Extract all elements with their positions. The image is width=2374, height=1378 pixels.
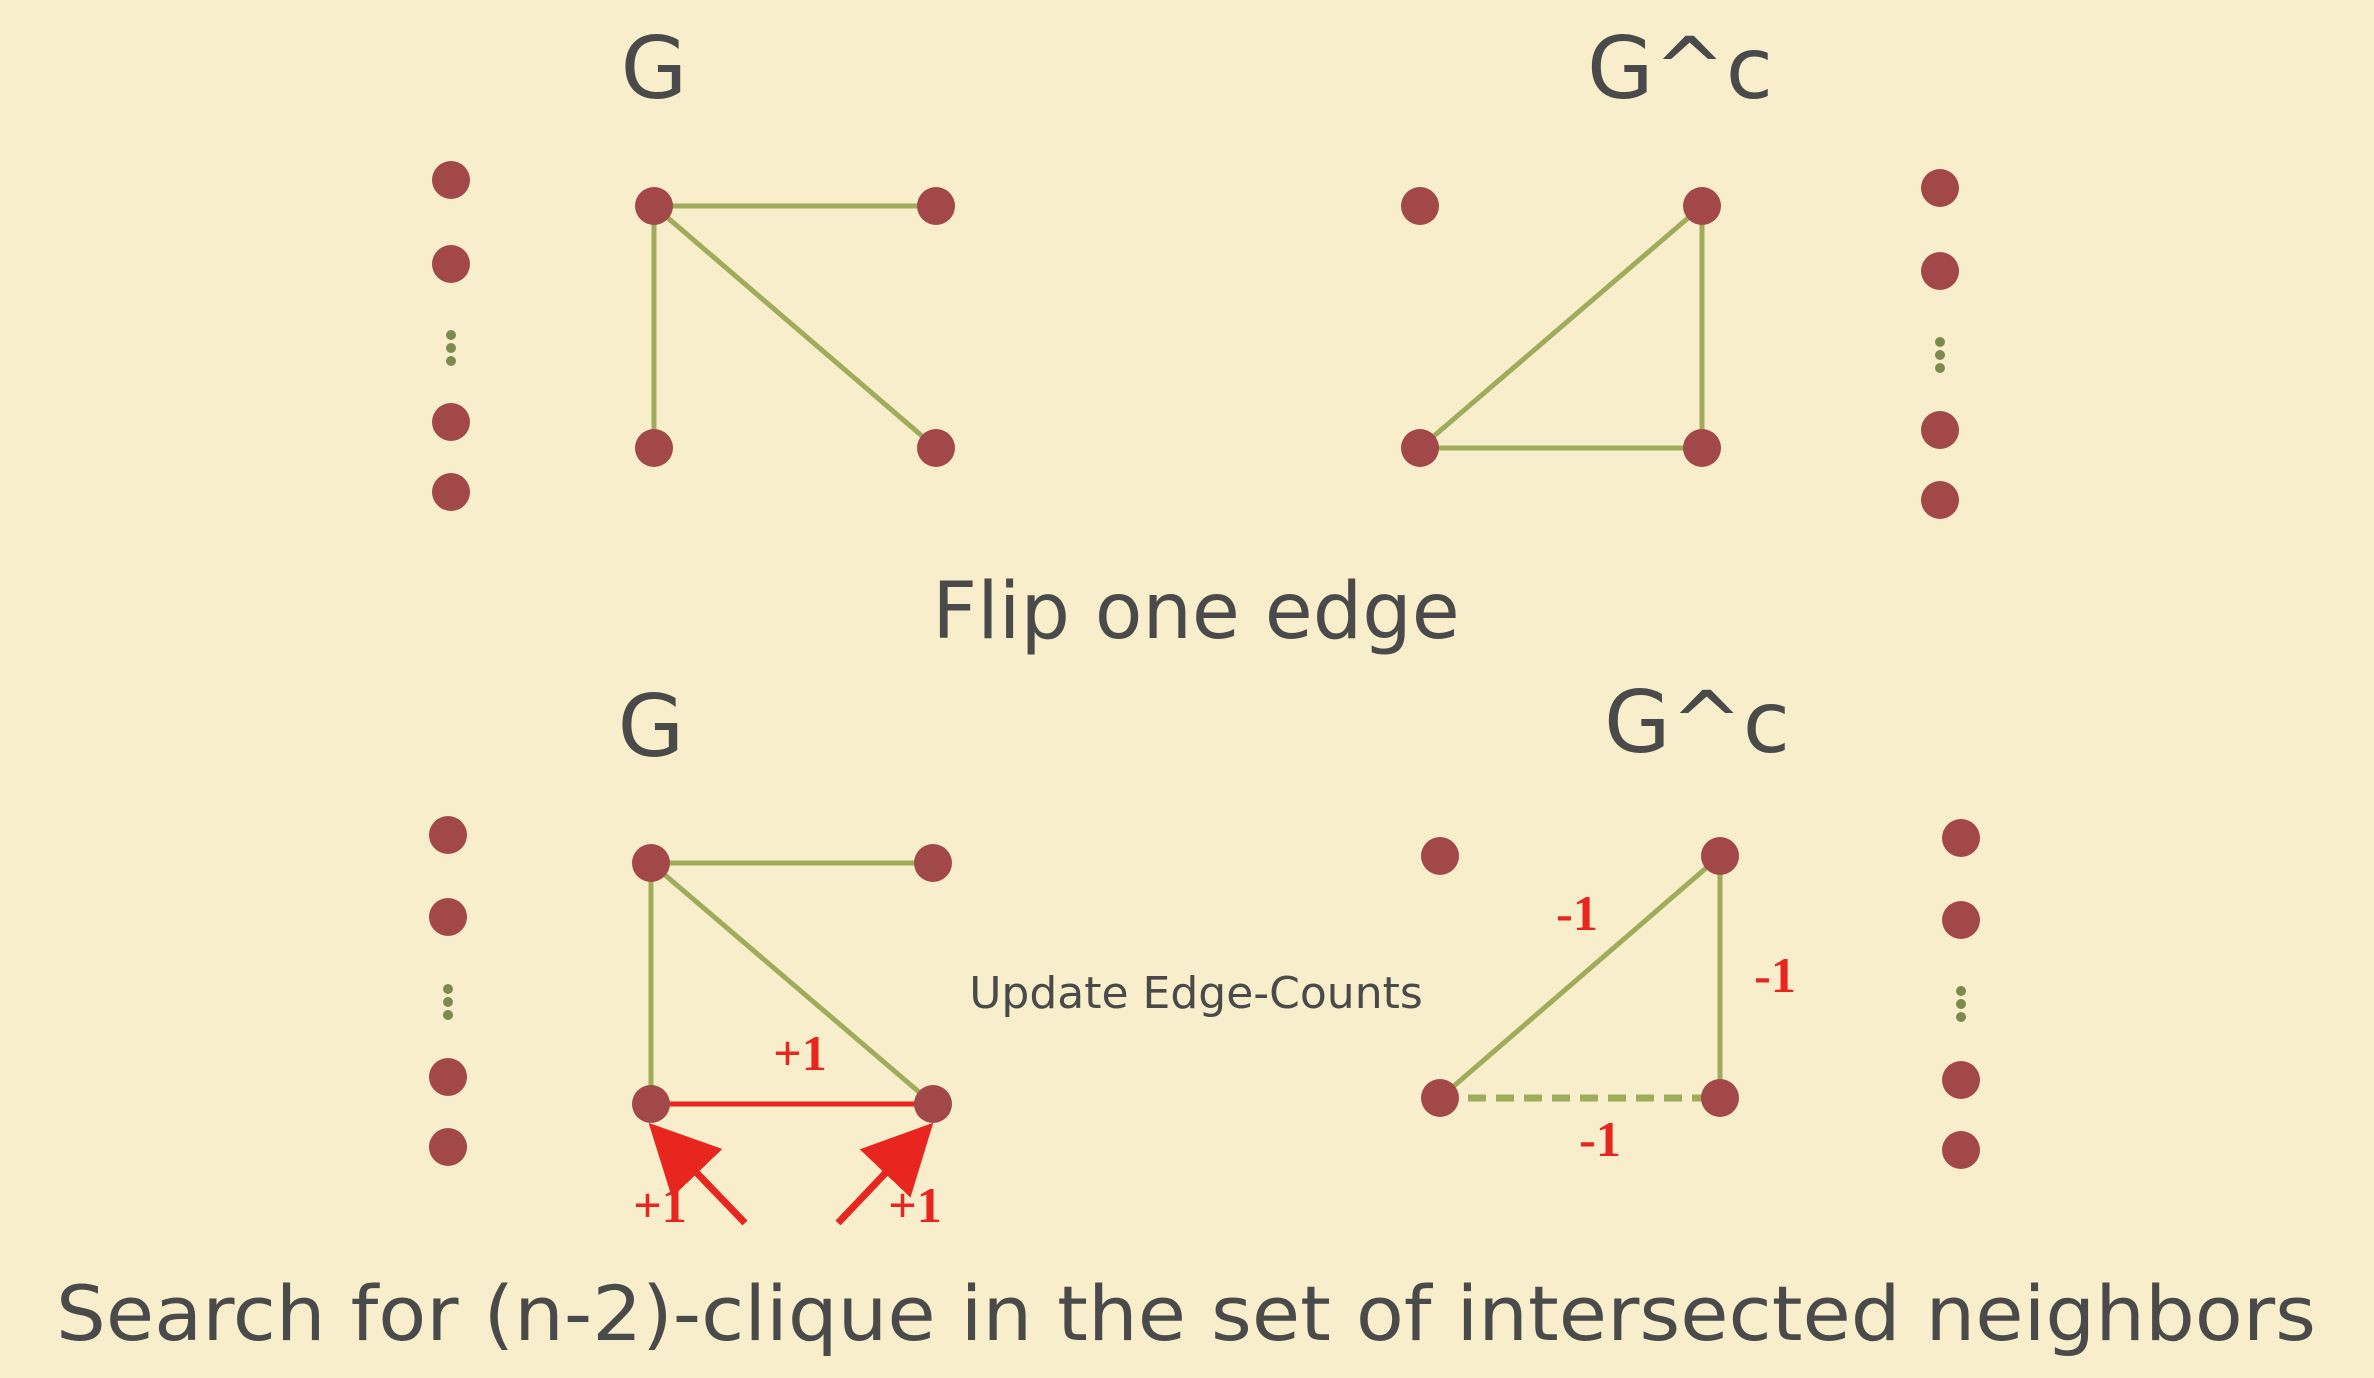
vertex — [1701, 1079, 1739, 1117]
top-g-label: G — [621, 19, 688, 119]
vertex — [917, 429, 955, 467]
ellipsis-dot — [1956, 1012, 1966, 1022]
vertex — [432, 473, 470, 511]
complement-vertical-label: -1 — [1754, 947, 1796, 1003]
vertex — [632, 1085, 670, 1123]
ellipsis-dot — [443, 984, 453, 994]
bottom-gc-isolated-vertices — [1942, 819, 1980, 1169]
vertex — [1921, 252, 1959, 290]
vertex — [1421, 1079, 1459, 1117]
flipped-edge-label: +1 — [773, 1025, 827, 1081]
vertex — [1701, 837, 1739, 875]
bottom-gc-label: G^c — [1604, 673, 1790, 773]
edge — [1438, 854, 1722, 1100]
vertex — [1421, 837, 1459, 875]
ellipsis-dot — [443, 997, 453, 1007]
complement-diagonal-label: -1 — [1556, 885, 1598, 941]
top-gc-graph — [1401, 187, 1721, 467]
footer-text: Search for (n-2)-clique in the set of in… — [56, 1269, 2316, 1358]
edge — [649, 861, 935, 1106]
vertex — [917, 187, 955, 225]
vertex — [429, 1058, 467, 1096]
bottom-g-graph: +1 +1 +1 — [632, 844, 952, 1233]
right-arrow — [835, 1122, 934, 1226]
vertex — [1921, 169, 1959, 207]
ellipsis-dot — [446, 330, 456, 340]
vertex — [1683, 429, 1721, 467]
edge — [652, 204, 938, 450]
vertex — [1942, 819, 1980, 857]
vertex — [432, 161, 470, 199]
complement-removed-label: -1 — [1579, 1111, 1621, 1167]
edge — [1418, 204, 1704, 450]
top-g-isolated-vertices — [432, 161, 470, 511]
ellipsis-dot — [1935, 337, 1945, 347]
vertex — [1921, 411, 1959, 449]
bottom-gc-graph: -1 -1 -1 — [1421, 837, 1796, 1167]
vertex — [432, 403, 470, 441]
vertex — [1683, 187, 1721, 225]
vertex — [914, 1085, 952, 1123]
vertex — [429, 816, 467, 854]
ellipsis-dot — [446, 343, 456, 353]
left-arrow — [648, 1122, 748, 1226]
flip-caption: Flip one edge — [932, 567, 1459, 657]
bottom-g-label: G — [618, 677, 685, 777]
top-gc-label: G^c — [1587, 19, 1773, 119]
ellipsis-dot — [443, 1010, 453, 1020]
vertex — [1942, 901, 1980, 939]
vertex — [1401, 429, 1439, 467]
ellipsis-dot — [446, 356, 456, 366]
vertex — [1942, 1131, 1980, 1169]
top-gc-isolated-vertices — [1921, 169, 1959, 519]
update-edge-counts-note: Update Edge-Counts — [969, 968, 1423, 1019]
left-node-label: +1 — [633, 1177, 687, 1233]
vertex — [914, 844, 952, 882]
vertex — [1942, 1061, 1980, 1099]
right-node-label: +1 — [888, 1177, 942, 1233]
ellipsis-dot — [1935, 350, 1945, 360]
ellipsis-dot — [1956, 986, 1966, 996]
vertex — [635, 429, 673, 467]
ellipsis-dot — [1935, 363, 1945, 373]
vertex — [632, 844, 670, 882]
vertex — [1921, 481, 1959, 519]
vertex — [432, 245, 470, 283]
bottom-g-isolated-vertices — [429, 816, 467, 1166]
vertex — [429, 898, 467, 936]
ellipsis-dot — [1956, 999, 1966, 1009]
top-g-graph — [635, 187, 955, 467]
vertex — [429, 1128, 467, 1166]
vertex — [635, 187, 673, 225]
vertex — [1401, 187, 1439, 225]
